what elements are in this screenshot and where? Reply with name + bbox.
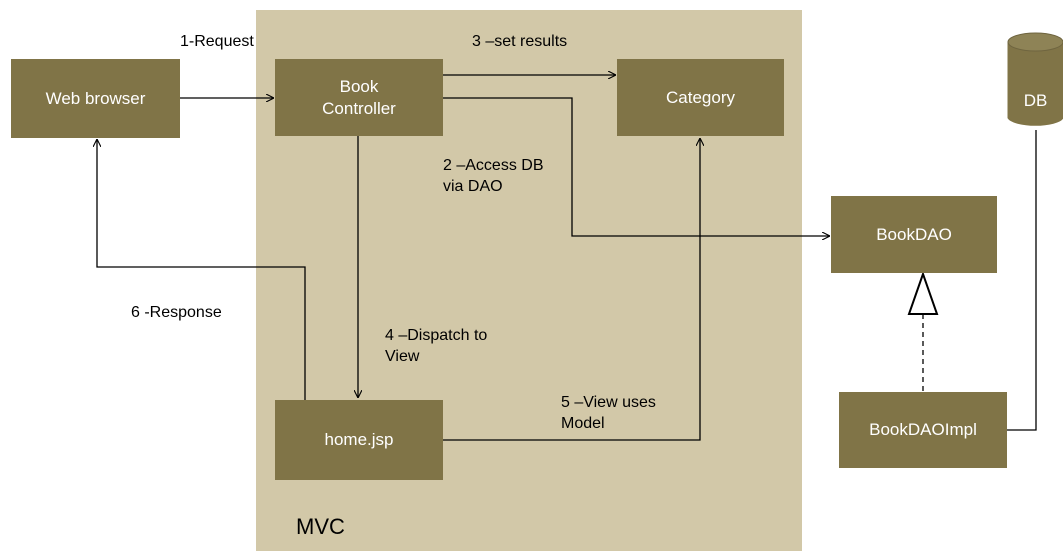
book-controller-node: Book Controller [275, 59, 443, 136]
edge-impl-to-db [1007, 130, 1037, 431]
web-browser-label: Web browser [45, 88, 146, 108]
edge-label-access-db: 2 –Access DB via DAO [443, 157, 544, 195]
bookdaoimpl-label: BookDAOImpl [869, 420, 977, 439]
implements-triangle [907, 270, 939, 315]
bookdao-label: BookDAO [876, 224, 952, 244]
category-node: Category [617, 59, 784, 136]
web-browser-node: Web browser [11, 59, 180, 138]
edge-response [97, 139, 306, 400]
bookdaoimpl-node: BookDAOImpl [839, 392, 1007, 468]
db-label: DB [1023, 91, 1048, 110]
category-label: Category [666, 87, 735, 107]
edge-label-dispatch: 4 –Dispatch to View [385, 327, 488, 365]
bookdao-node: BookDAO [831, 196, 997, 273]
edge-label-response: 6 -Response [131, 304, 222, 321]
edge-label-request: 1-Request [180, 33, 254, 50]
edge-label-set-results: 3 –set results [472, 33, 568, 50]
home-jsp-node: home.jsp [275, 400, 443, 480]
book-controller-label: Book Controller [322, 76, 396, 118]
edge-access-db [443, 97, 830, 236]
edge-view-uses-model [443, 138, 700, 441]
db-cylinder [1007, 32, 1063, 126]
home-jsp-label: home.jsp [324, 430, 394, 449]
mvc-region-label: MVC [296, 514, 345, 539]
edge-label-view-uses-model: 5 –View uses Model [561, 394, 656, 432]
